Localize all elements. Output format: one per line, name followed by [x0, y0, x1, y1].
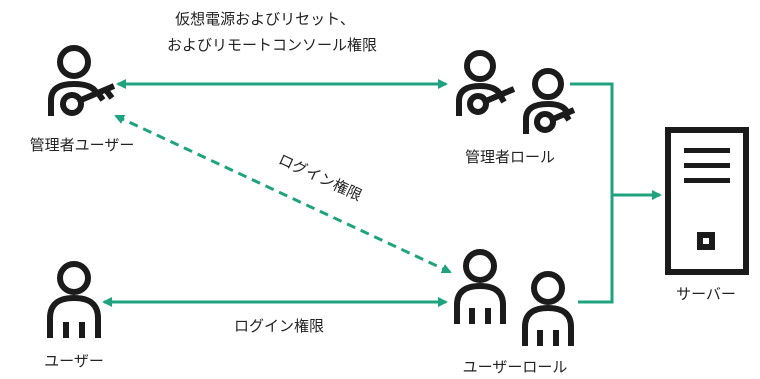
top-permission-label-line2: およびリモートコンソール権限 — [167, 36, 377, 54]
user-icon — [47, 261, 101, 338]
admin-user-icon — [48, 45, 116, 116]
admin-login-dashed-arrow — [114, 114, 452, 274]
diagonal-login-permission-label: ログイン権限 — [276, 150, 365, 204]
user-login-permission-label: ログイン権限 — [234, 317, 324, 335]
server-label: サーバー — [676, 285, 736, 303]
user-role-icon — [454, 249, 574, 346]
user-label: ユーザー — [44, 352, 104, 370]
admin-user-label: 管理者ユーザー — [30, 136, 135, 154]
top-permission-label-line1: 仮想電源およびリセット、 — [175, 10, 355, 28]
admin-role-label: 管理者ロール — [465, 148, 555, 166]
admin-role-icon — [456, 50, 576, 134]
user-role-label: ユーザーロール — [463, 358, 568, 376]
user-role-to-server-line — [578, 195, 614, 304]
server-icon — [665, 127, 749, 275]
admin-role-to-server-line — [570, 82, 614, 195]
